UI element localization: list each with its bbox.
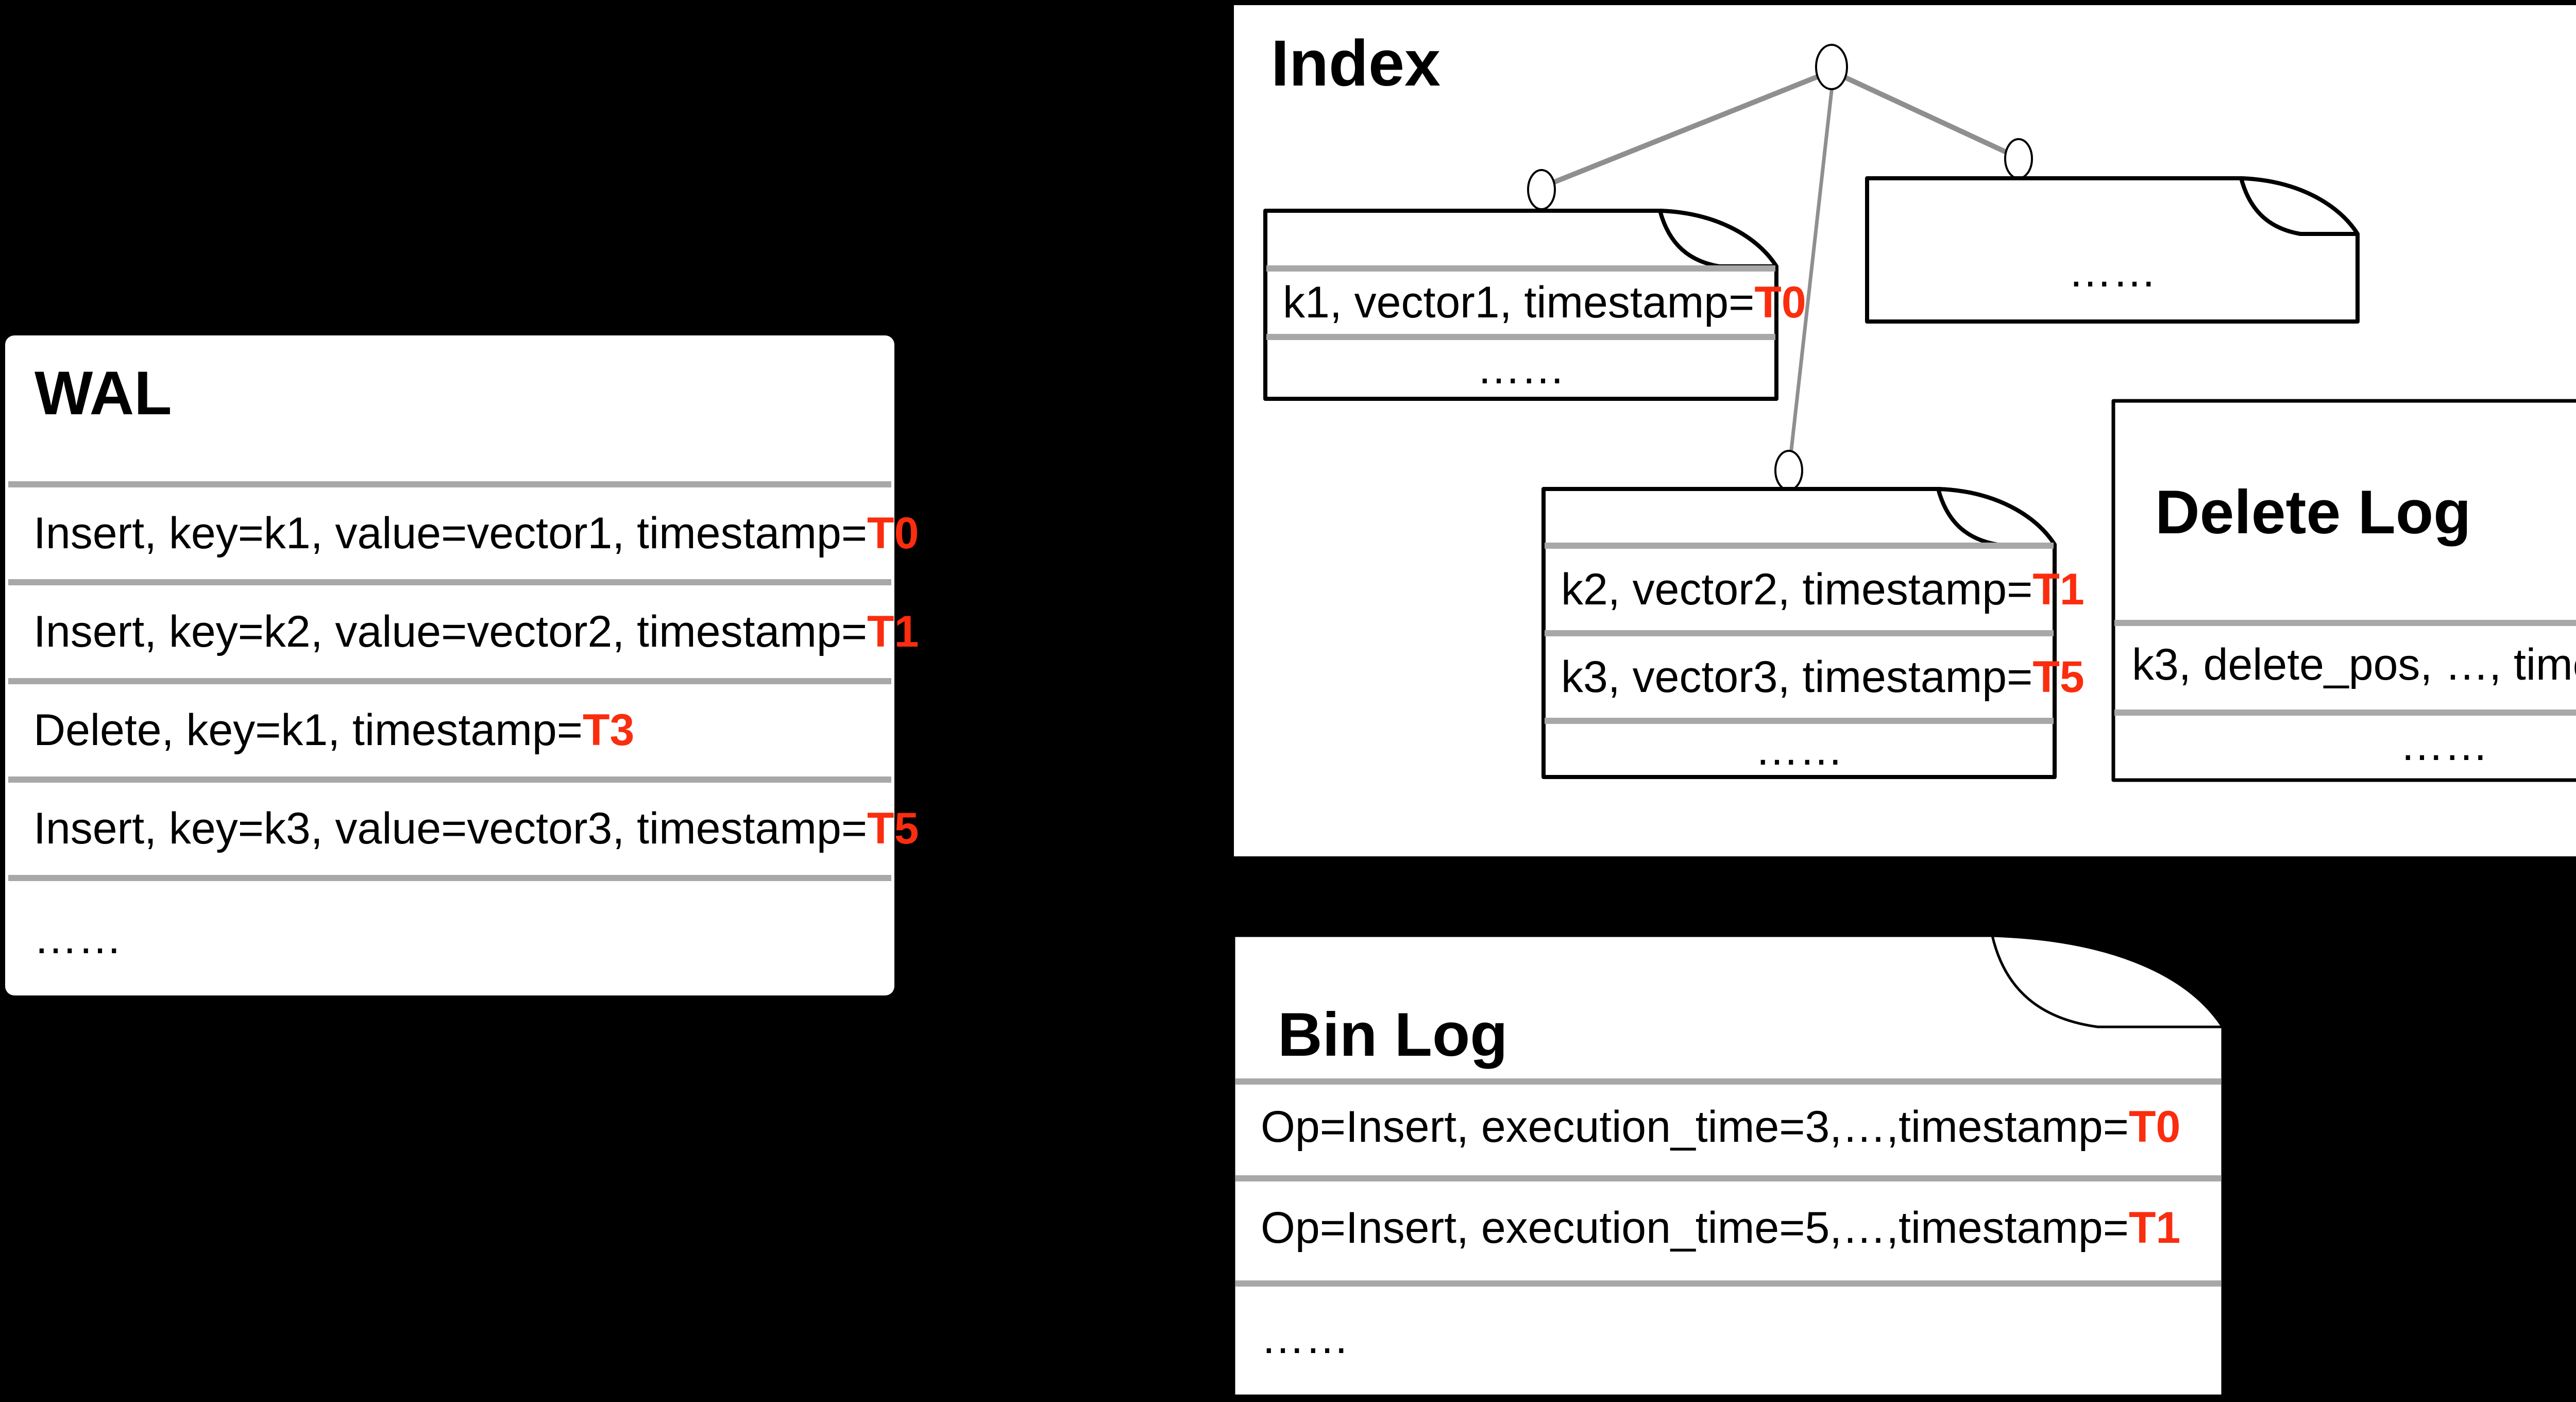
ellipsis-text: ……: [1261, 1313, 1349, 1363]
folded-corner-icon: [1658, 209, 1778, 268]
ellipsis-text: ……: [2400, 720, 2488, 770]
index-title: Index: [1271, 27, 1441, 99]
folded-corner-icon: [2239, 176, 2360, 236]
wal-panel: WAL Insert, key=k1, value=vector1, times…: [5, 335, 919, 995]
folded-corner-icon: [1991, 934, 2224, 1028]
ellipsis-text: ……: [1755, 724, 1843, 774]
index-panel: Index k1, vector1, timestamp=T0 ……: [1234, 5, 2576, 856]
tree-edge: [1787, 77, 1835, 468]
separator: [1545, 543, 2054, 549]
timestamp-value: T0: [1754, 278, 1806, 327]
separator: [2114, 620, 2576, 626]
log-entry-text: k2, vector2, timestamp=: [1561, 564, 2033, 614]
index-segment-doc-2: k2, vector2, timestamp=T1 k3, vector3, t…: [1541, 487, 2084, 779]
folded-corner-icon: [1936, 487, 2057, 547]
index-segment-doc-more: ……: [1865, 176, 2360, 324]
index-tree: [1527, 44, 2033, 491]
ellipsis-text: ……: [33, 913, 122, 963]
separator: [8, 776, 891, 783]
separator: [1235, 1175, 2221, 1181]
wal-log-row: Insert, key=k1, value=vector1, timestamp…: [5, 487, 919, 579]
tree-edge: [1830, 69, 2019, 160]
log-entry-text: k3, delete_pos, …, timestamp=: [2132, 639, 2576, 689]
ellipsis-text: ……: [1477, 343, 1565, 393]
timestamp-value: T1: [867, 606, 919, 656]
log-entry-text: Insert, key=k2, value=vector2, timestamp…: [33, 606, 868, 656]
wal-log-row: Insert, key=k3, value=vector3, timestamp…: [5, 783, 919, 875]
separator: [1545, 630, 2054, 636]
timestamp-value: T3: [582, 705, 635, 755]
segment-row: k2, vector2, timestamp=T1: [1541, 549, 2084, 630]
log-entry-text: k1, vector1, timestamp=: [1283, 278, 1755, 327]
separator: [1235, 1280, 2221, 1287]
timestamp-value: T1: [2128, 1203, 2181, 1253]
tree-node-circle: [2004, 138, 2033, 179]
tree-node-circle: [1774, 450, 1803, 491]
delete-log-row: k3, delete_pos, …, timestamp=T3: [2111, 626, 2576, 703]
tree-edge: [1542, 69, 1833, 189]
delete-log-doc: Delete Log k3, delete_pos, …, timestamp=…: [2111, 399, 2576, 782]
log-entry-text: Op=Insert, execution_time=5,…,timestamp=: [1261, 1203, 2129, 1253]
segment-ellipsis-row: ……: [1541, 724, 2057, 775]
separator: [8, 678, 891, 684]
bin-log-row: Op=Insert, execution_time=3,…,timestamp=…: [1232, 1085, 2224, 1169]
index-segment-doc-1: k1, vector1, timestamp=T0 ……: [1263, 209, 1806, 401]
timestamp-value: T5: [2032, 652, 2084, 702]
document-outline: [2111, 399, 2576, 782]
wal-ellipsis-row: ……: [5, 881, 894, 995]
separator: [2114, 710, 2576, 716]
separator: [8, 579, 891, 585]
ellipsis-text: ……: [2068, 246, 2157, 296]
bin-log-doc: Bin Log Op=Insert, execution_time=3,…,ti…: [1232, 934, 2224, 1397]
wal-log-row: Delete, key=k1, timestamp=T3: [5, 684, 894, 776]
separator: [1235, 1078, 2221, 1085]
tree-node-circle: [1527, 169, 1556, 210]
segment-ellipsis-row: ……: [1865, 228, 2360, 315]
log-entry-text: Insert, key=k3, value=vector3, timestamp…: [33, 804, 868, 853]
tree-node-circle: [1815, 44, 1848, 90]
separator: [8, 481, 891, 487]
delete-log-ellipsis-row: ……: [2111, 716, 2576, 775]
bin-log-row: Op=Insert, execution_time=5,…,timestamp=…: [1232, 1181, 2224, 1274]
segment-row: k3, vector3, timestamp=T5: [1541, 636, 2084, 718]
log-entry-text: k3, vector3, timestamp=: [1561, 652, 2033, 702]
timestamp-value: T1: [2032, 564, 2084, 614]
log-entry-text: Insert, key=k1, value=vector1, timestamp…: [33, 508, 868, 558]
delete-log-title: Delete Log: [2155, 478, 2471, 547]
wal-log-row: Insert, key=k2, value=vector2, timestamp…: [5, 585, 919, 678]
log-entry-text: Op=Insert, execution_time=3,…,timestamp=: [1261, 1102, 2129, 1152]
timestamp-value: T0: [867, 508, 919, 558]
wal-title: WAL: [35, 359, 172, 428]
timestamp-value: T0: [2128, 1102, 2181, 1152]
separator: [8, 875, 891, 881]
separator: [1266, 265, 1775, 272]
segment-ellipsis-row: ……: [1263, 340, 1778, 397]
log-entry-text: Delete, key=k1, timestamp=: [33, 705, 583, 755]
timestamp-value: T5: [867, 804, 919, 853]
segment-row: k1, vector1, timestamp=T0: [1263, 272, 1806, 334]
bin-log-title: Bin Log: [1278, 1000, 1508, 1069]
separator: [1266, 334, 1775, 340]
separator: [1545, 718, 2054, 724]
bin-log-ellipsis-row: ……: [1232, 1287, 2224, 1390]
